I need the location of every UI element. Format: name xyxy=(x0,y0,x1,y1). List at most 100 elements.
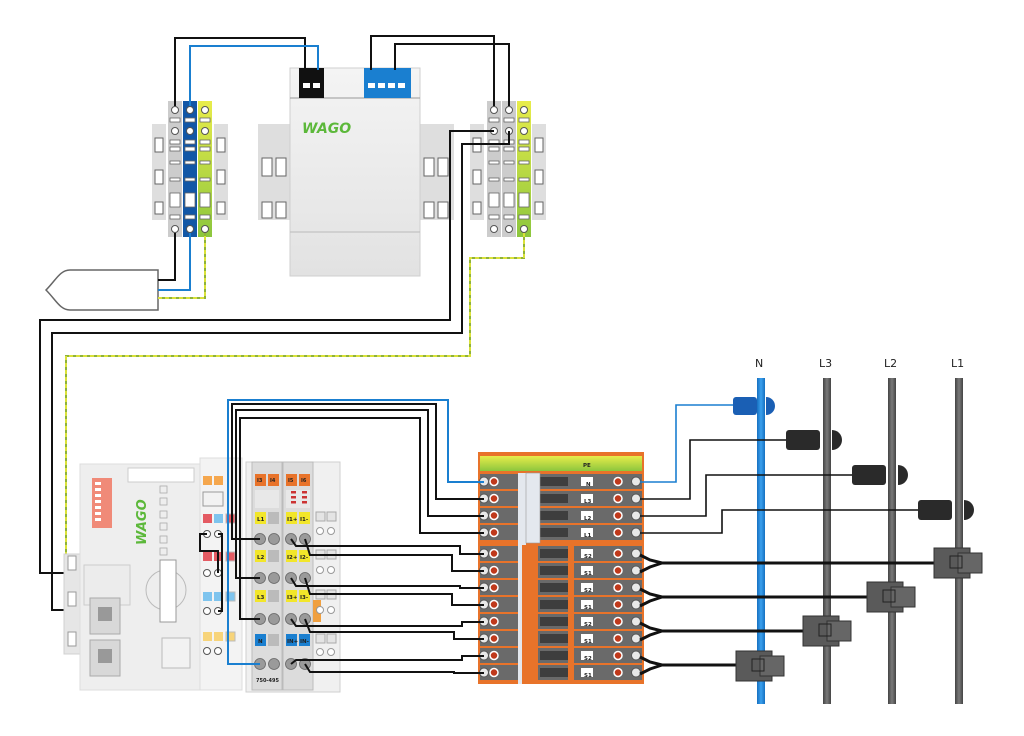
screw-icon xyxy=(613,476,623,487)
terminal-strip: PE N L3 L2 L1 S2 S1 S2 S1 S2 S1 S2 S1 xyxy=(478,452,644,684)
conductor-label-l1: L1 xyxy=(951,357,964,370)
l3-conductor xyxy=(823,378,831,704)
l2-conductor xyxy=(888,378,896,704)
svg-text:I2+: I2+ xyxy=(287,555,298,561)
ct-terminal-row xyxy=(479,665,642,680)
screw-icon xyxy=(489,633,499,644)
screw-icon xyxy=(613,599,623,610)
screw-icon xyxy=(489,565,499,576)
screw-icon xyxy=(613,565,623,576)
voltage-terminal-row xyxy=(479,525,642,540)
current-transformer-n xyxy=(735,650,785,682)
screw-icon xyxy=(613,667,623,678)
strip-label-pe: PE xyxy=(583,463,591,469)
voltage-tap-connector-l1 xyxy=(918,500,974,520)
ct-terminal-row xyxy=(479,546,642,561)
svg-text:S1: S1 xyxy=(584,673,592,679)
screw-icon xyxy=(489,667,499,678)
left-terminal-block xyxy=(152,101,228,237)
io-label-l3: L3 xyxy=(257,595,265,601)
io-label-n: N xyxy=(258,639,263,645)
ct-terminal-row xyxy=(479,631,642,646)
wire-entry[interactable] xyxy=(631,510,641,521)
screw-icon xyxy=(613,616,623,627)
voltage-terminal-row xyxy=(479,474,642,489)
svg-text:I3: I3 xyxy=(257,478,263,484)
ct-wiring xyxy=(639,553,936,676)
wire-entry[interactable] xyxy=(631,493,641,504)
screw-icon xyxy=(489,582,499,593)
wire-entry[interactable] xyxy=(631,565,641,576)
conductor-bars: N L3 L2 L1 xyxy=(755,357,964,704)
l1-conductor xyxy=(955,378,963,704)
fieldbus-controller: WAGO xyxy=(63,457,243,691)
svg-text:I4: I4 xyxy=(270,478,276,484)
mains-plug-icon xyxy=(44,269,159,311)
wire-entry[interactable] xyxy=(631,527,641,538)
svg-text:S2: S2 xyxy=(584,656,592,662)
controller-brand-logo: WAGO xyxy=(135,499,150,545)
ps-brand-logo: WAGO xyxy=(302,121,351,137)
wire-entry[interactable] xyxy=(631,582,641,593)
screw-icon xyxy=(489,493,499,504)
ct-terminal-row xyxy=(479,563,642,578)
voltage-tap-connector-n xyxy=(733,397,775,415)
status-leds xyxy=(255,490,310,508)
screw-icon xyxy=(489,527,499,538)
voltage-tap-connector-l2 xyxy=(852,465,908,485)
io-module-750-495: I3 I4 I5 I6 L1 I1+ I1- L2 I2+ I2- L3 I3+… xyxy=(245,461,341,693)
io-strip-wiring xyxy=(227,399,484,674)
ps-left-rail xyxy=(258,124,292,220)
screw-icon xyxy=(489,548,499,559)
voltage-terminal-row xyxy=(479,491,642,506)
screw-icon xyxy=(613,633,623,644)
svg-text:S2: S2 xyxy=(584,588,592,594)
voltage-tap-connector-l3 xyxy=(786,430,842,450)
screw-icon xyxy=(613,493,623,504)
svg-text:IN+: IN+ xyxy=(287,639,299,645)
power-supply-module: WAGO xyxy=(289,67,421,277)
pe-row xyxy=(480,456,642,471)
ps-input-connector xyxy=(299,68,324,98)
screw-icon xyxy=(489,599,499,610)
svg-text:I3-: I3- xyxy=(300,595,308,601)
strip-label-l3: L3 xyxy=(584,499,592,505)
wire-entry[interactable] xyxy=(631,476,641,487)
svg-text:S2: S2 xyxy=(584,622,592,628)
svg-text:I1+: I1+ xyxy=(287,517,298,523)
wire-entry[interactable] xyxy=(631,633,641,644)
neutral-conductor xyxy=(757,378,765,704)
svg-text:I6: I6 xyxy=(301,478,307,484)
strip-label-l1: L1 xyxy=(584,533,592,539)
screw-icon xyxy=(489,476,499,487)
svg-text:S1: S1 xyxy=(584,571,592,577)
svg-text:I5: I5 xyxy=(288,478,294,484)
current-transformer-l3 xyxy=(802,615,852,647)
svg-text:S1: S1 xyxy=(584,605,592,611)
wire-entry[interactable] xyxy=(631,599,641,610)
ct-terminal-row xyxy=(479,614,642,629)
io-label-l1: L1 xyxy=(257,517,265,523)
screw-icon xyxy=(613,548,623,559)
wire-entry[interactable] xyxy=(631,616,641,627)
conductor-label-n: N xyxy=(755,357,763,370)
wire-entry[interactable] xyxy=(631,667,641,678)
io-top-labels: I3 I4 I5 I6 xyxy=(255,474,310,486)
conductor-label-l2: L2 xyxy=(884,357,897,370)
conductor-label-l3: L3 xyxy=(819,357,832,370)
ct-terminal-row xyxy=(479,597,642,612)
screw-icon xyxy=(613,510,623,521)
svg-text:S2: S2 xyxy=(584,554,592,560)
wire-entry[interactable] xyxy=(631,548,641,559)
io-module-part-number: 750-495 xyxy=(256,678,279,684)
svg-text:IN-: IN- xyxy=(300,639,309,645)
screw-icon xyxy=(489,650,499,661)
current-transformer-l2 xyxy=(866,581,916,613)
wire-entry[interactable] xyxy=(631,650,641,661)
screw-icon xyxy=(489,616,499,627)
svg-text:I2-: I2- xyxy=(300,555,308,561)
screw-icon xyxy=(613,527,623,538)
screw-icon xyxy=(613,582,623,593)
right-terminal-block xyxy=(470,101,546,237)
